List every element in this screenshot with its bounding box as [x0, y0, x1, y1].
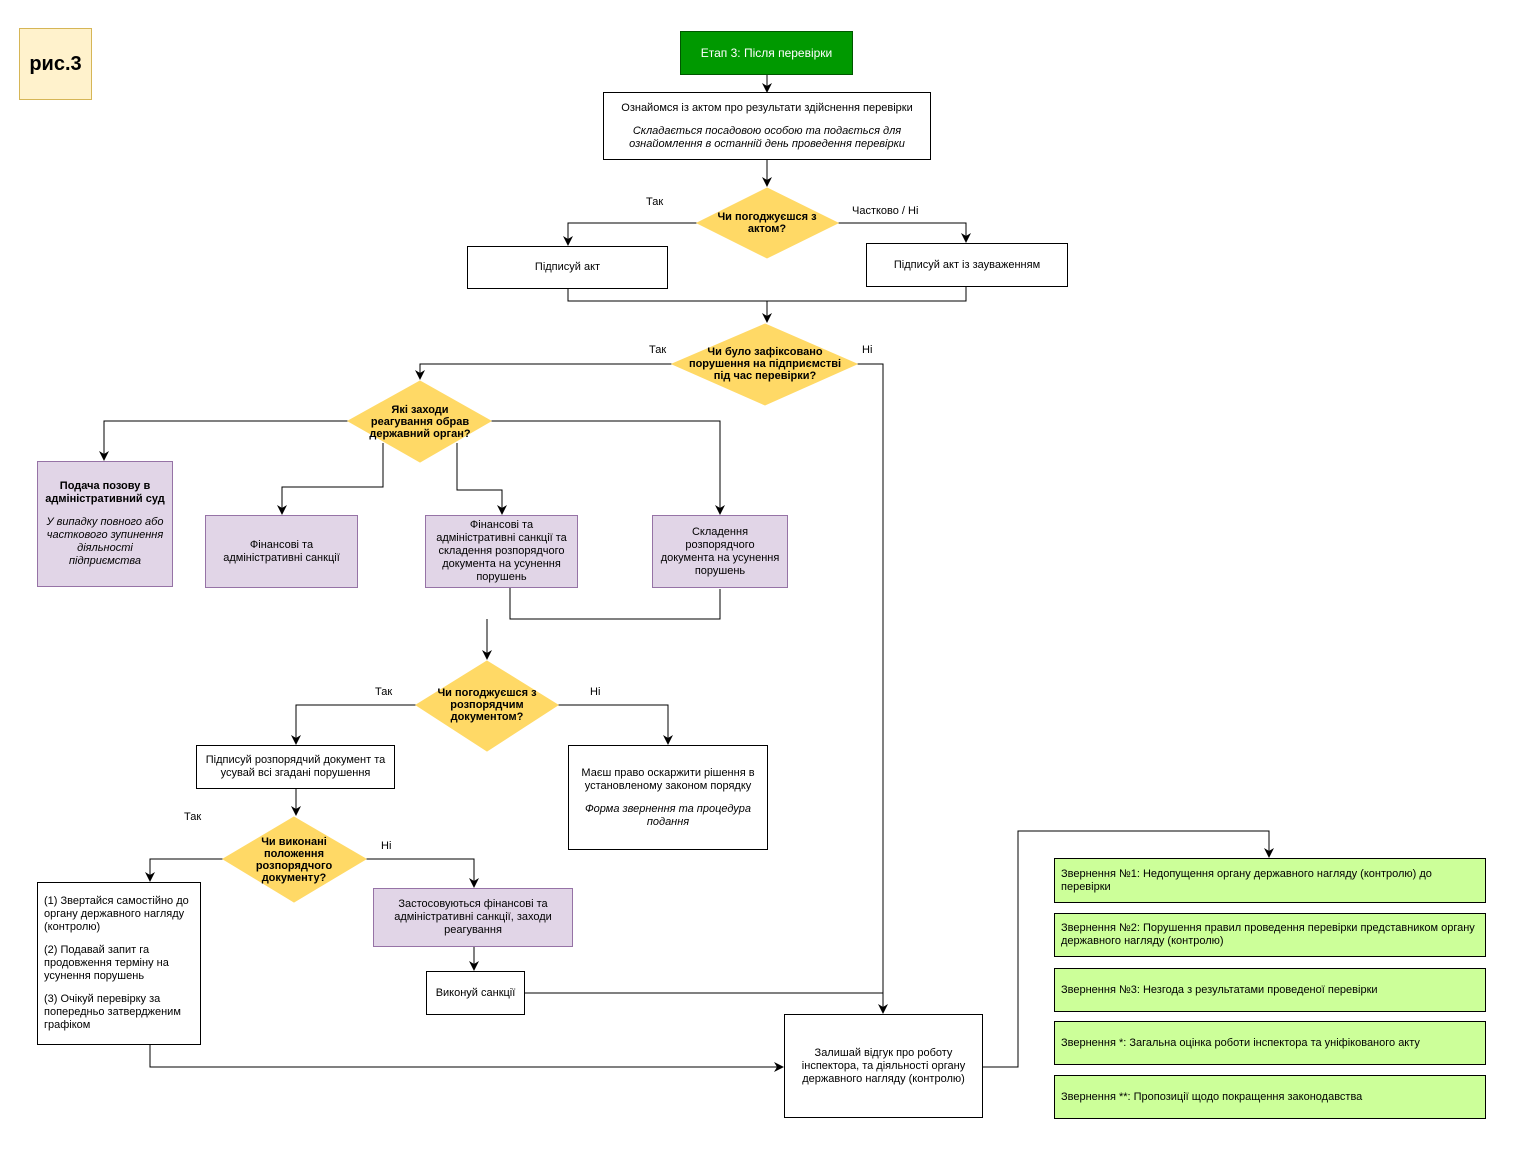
- connector-violation-yes: [415, 363, 672, 380]
- label-violation-yes: Так: [649, 344, 667, 356]
- connector-agree-yes: [563, 222, 697, 246]
- fin-sanctions-text: Фінансові та адміністративні санкції: [223, 538, 340, 564]
- figure-label-text: рис.3: [29, 52, 82, 75]
- feedback-text: Залишай відгук про роботу інспектора, та…: [801, 1046, 966, 1085]
- appeal-item-text: Звернення **: Пропозиції щодо покращення…: [1061, 1090, 1363, 1103]
- label-fulfilled-no: Ні: [381, 840, 392, 852]
- step-item: (1) Звертайся самостійно до органу держа…: [44, 895, 189, 933]
- decision-agree-act: Чи погоджуєшся з актом?: [717, 208, 817, 238]
- decision-agree-act-shape: [695, 187, 840, 259]
- connector-sign-merge: [567, 287, 967, 302]
- connector-fulfilled-no: [366, 858, 479, 888]
- fin-and-order-text: Фінансові та адміністративні санкції та …: [436, 519, 567, 583]
- fin-and-order-box: Фінансові та адміністративні санкції та …: [425, 515, 578, 588]
- appeal-item-text: Звернення №2: Порушення правил проведенн…: [1061, 922, 1475, 947]
- appeal-item: Звернення *: Загальна оцінка роботи інсп…: [1054, 1021, 1486, 1065]
- label-agree-order-no: Ні: [590, 686, 601, 698]
- decision-fulfilled: Чи виконані положення розпорядчого докум…: [244, 835, 344, 885]
- appeal-item: Звернення №3: Незгода з результатами про…: [1054, 968, 1486, 1012]
- lawsuit-box: Подача позову в адміністративний суд У в…: [37, 461, 173, 587]
- appeal-item: Звернення **: Пропозиції щодо покращення…: [1054, 1075, 1486, 1119]
- decision-measures-question: Які заходи реагування обрав державний ор…: [369, 404, 471, 440]
- decision-violation-shape: [670, 323, 859, 406]
- connector-agree-order-yes: [291, 704, 416, 745]
- connector-to-fin-and-order: [456, 443, 507, 515]
- sign-order-text: Підписуй розпорядчий документ та усувай …: [205, 754, 386, 779]
- appeal-item: Звернення №1: Недопущення органу державн…: [1054, 858, 1486, 903]
- sign-act-remarks-text: Підписуй акт із зауваженням: [893, 258, 1041, 271]
- lawsuit-note: У випадку повного або часткового зупинен…: [46, 516, 164, 567]
- connector-agree-order-no: [558, 704, 673, 745]
- decision-violation-question: Чи було зафіксовано порушення на підприє…: [688, 346, 842, 382]
- execute-sanctions-box: Виконуй санкції: [426, 971, 525, 1015]
- appeal-item-text: Звернення №1: Недопущення органу державн…: [1061, 867, 1432, 893]
- appeal-item: Звернення №2: Порушення правил проведенн…: [1054, 913, 1486, 957]
- sign-act-text: Підписуй акт: [534, 261, 601, 273]
- decision-agree-order-shape: [415, 660, 559, 752]
- sanctions-applied-text: Застосовуються фінансові та адміністрати…: [394, 898, 552, 936]
- connector-violation-no: [857, 363, 888, 1014]
- connector-to-order: [491, 420, 725, 515]
- review-act-box: Ознайомся із актом про результати здійсн…: [603, 92, 931, 160]
- label-fulfilled-yes: Так: [184, 811, 202, 823]
- connector-to-lawsuit: [99, 420, 348, 461]
- lawsuit-title: Подача позову в адміністративний суд: [45, 480, 165, 505]
- figure-label: рис.3: [19, 28, 92, 100]
- decision-measures: Які заходи реагування обрав державний ор…: [367, 396, 473, 448]
- connector-agree-no: [838, 222, 971, 243]
- feedback-box: Залишай відгук про роботу інспектора, та…: [784, 1014, 983, 1118]
- order-text: Складення розпорядчого документа на усун…: [660, 525, 780, 577]
- appeal-box: Маєш право оскаржити рішення в установле…: [568, 745, 768, 850]
- appeal-item-text: Звернення *: Загальна оцінка роботи інсп…: [1061, 1036, 1420, 1049]
- review-act-note: Складається посадовою особою та подаєтьс…: [629, 124, 905, 150]
- decision-agree-order-question: Чи погоджуєшся з розпорядчим документом?: [437, 687, 537, 723]
- step-item: (3) Очікуй перевірку за попередньо затве…: [44, 993, 181, 1031]
- decision-violation: Чи було зафіксовано порушення на підприє…: [680, 338, 850, 390]
- connector-orders-merge: [509, 588, 721, 620]
- label-agree-act-yes: Так: [646, 196, 664, 208]
- appeal-item-text: Звернення №3: Незгода з результатами про…: [1061, 983, 1378, 996]
- step-item: (2) Подавай запит га продовження терміну…: [44, 944, 169, 982]
- connector-feedback-to-appeals: [982, 830, 1274, 1068]
- connector-steps-to-feedback: [149, 1045, 784, 1072]
- appeal-note: Форма звернення та процедура подання: [584, 802, 752, 828]
- label-violation-no: Ні: [862, 344, 873, 356]
- sanctions-applied-box: Застосовуються фінансові та адміністрати…: [373, 888, 573, 947]
- appeal-title: Маєш право оскаржити рішення в установле…: [581, 766, 755, 792]
- connector-fulfilled-yes: [145, 858, 223, 882]
- decision-fulfilled-shape: [222, 816, 367, 903]
- decision-fulfilled-question: Чи виконані положення розпорядчого докум…: [255, 836, 333, 884]
- stage-title: Етап 3: Після перевірки: [700, 45, 833, 60]
- decision-agree-order: Чи погоджуєшся з розпорядчим документом?: [432, 683, 542, 727]
- fulfilled-steps-box: (1) Звертайся самостійно до органу держа…: [37, 882, 201, 1045]
- sign-order-box: Підписуй розпорядчий документ та усувай …: [196, 745, 395, 789]
- fin-sanctions-box: Фінансові та адміністративні санкції: [205, 515, 358, 588]
- order-box: Складення розпорядчого документа на усун…: [652, 515, 788, 588]
- review-act-title: Ознайомся із актом про результати здійсн…: [621, 101, 913, 114]
- connector-to-fin-sanctions: [277, 443, 384, 515]
- decision-agree-act-question: Чи погоджуєшся з актом?: [717, 211, 817, 235]
- sign-act-box: Підписуй акт: [467, 246, 668, 289]
- label-agree-order-yes: Так: [375, 686, 393, 698]
- decision-measures-shape: [346, 380, 493, 463]
- label-agree-act-no: Частково / Ні: [852, 205, 919, 217]
- sign-act-remarks-box: Підписуй акт із зауваженням: [866, 243, 1068, 287]
- stage-header: Етап 3: Після перевірки: [680, 31, 853, 75]
- execute-sanctions-text: Виконуй санкції: [435, 986, 516, 999]
